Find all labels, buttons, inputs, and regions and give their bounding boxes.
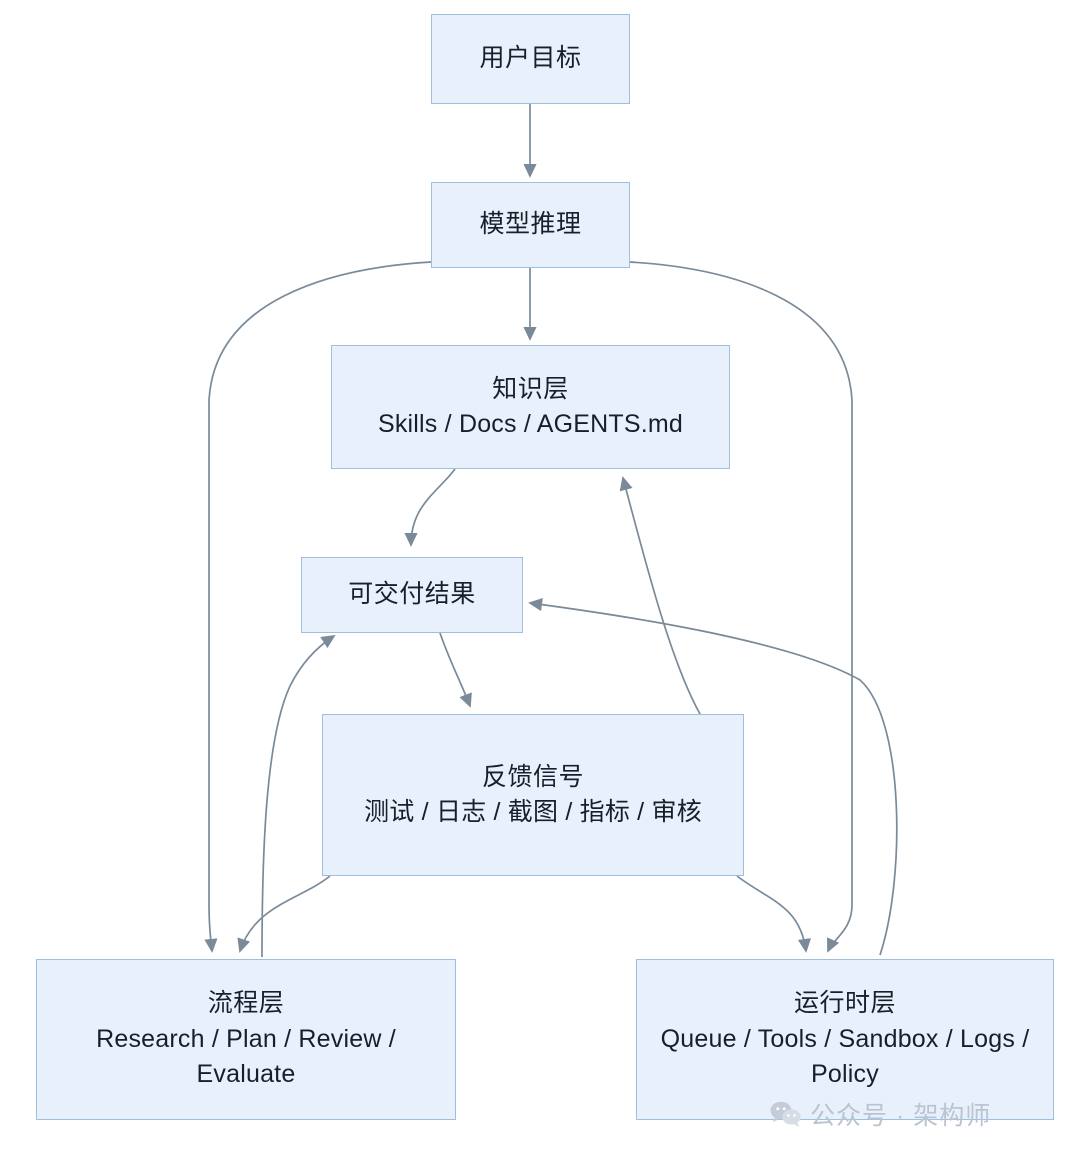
node-feedback-signal-title: 反馈信号 — [481, 762, 584, 791]
edge-feedback-to-process — [237, 875, 331, 953]
node-runtime-layer-subtitle: Queue / Tools / Sandbox / Logs / Policy — [660, 1024, 1030, 1089]
node-runtime-layer[interactable]: 运行时层 Queue / Tools / Sandbox / Logs / Po… — [636, 959, 1054, 1120]
watermark-text: 公众号 · 架构师 — [810, 1102, 992, 1130]
node-model-reasoning[interactable]: 模型推理 — [431, 182, 630, 268]
node-deliverable-result-title: 可交付结果 — [348, 580, 476, 609]
node-model-reasoning-title: 模型推理 — [479, 210, 582, 239]
node-process-layer[interactable]: 流程层 Research / Plan / Review / Evaluate — [36, 959, 456, 1120]
watermark: 公众号 · 架构师 — [770, 1096, 991, 1132]
edge-deliverable-to-feedback — [439, 632, 472, 708]
edge-feedback-to-knowledge — [619, 476, 701, 715]
node-feedback-signal-subtitle: 测试 / 日志 / 截图 / 指标 / 审核 — [364, 798, 702, 826]
node-process-layer-subtitle: Research / Plan / Review / Evaluate — [96, 1024, 396, 1089]
node-knowledge-layer-subtitle: Skills / Docs / AGENTS.md — [377, 410, 684, 438]
node-user-goal[interactable]: 用户目标 — [431, 14, 630, 104]
edge-knowledge-to-deliverable — [404, 468, 456, 547]
node-user-goal-title: 用户目标 — [479, 44, 582, 73]
node-deliverable-result[interactable]: 可交付结果 — [301, 557, 523, 633]
node-knowledge-layer[interactable]: 知识层 Skills / Docs / AGENTS.md — [331, 345, 730, 469]
node-knowledge-layer-title: 知识层 — [492, 374, 569, 403]
node-runtime-layer-title: 运行时层 — [793, 989, 896, 1018]
node-feedback-signal[interactable]: 反馈信号 测试 / 日志 / 截图 / 指标 / 审核 — [322, 714, 744, 876]
edge-feedback-to-runtime — [736, 875, 811, 953]
wechat-icon — [770, 1100, 802, 1128]
node-process-layer-title: 流程层 — [207, 989, 285, 1018]
